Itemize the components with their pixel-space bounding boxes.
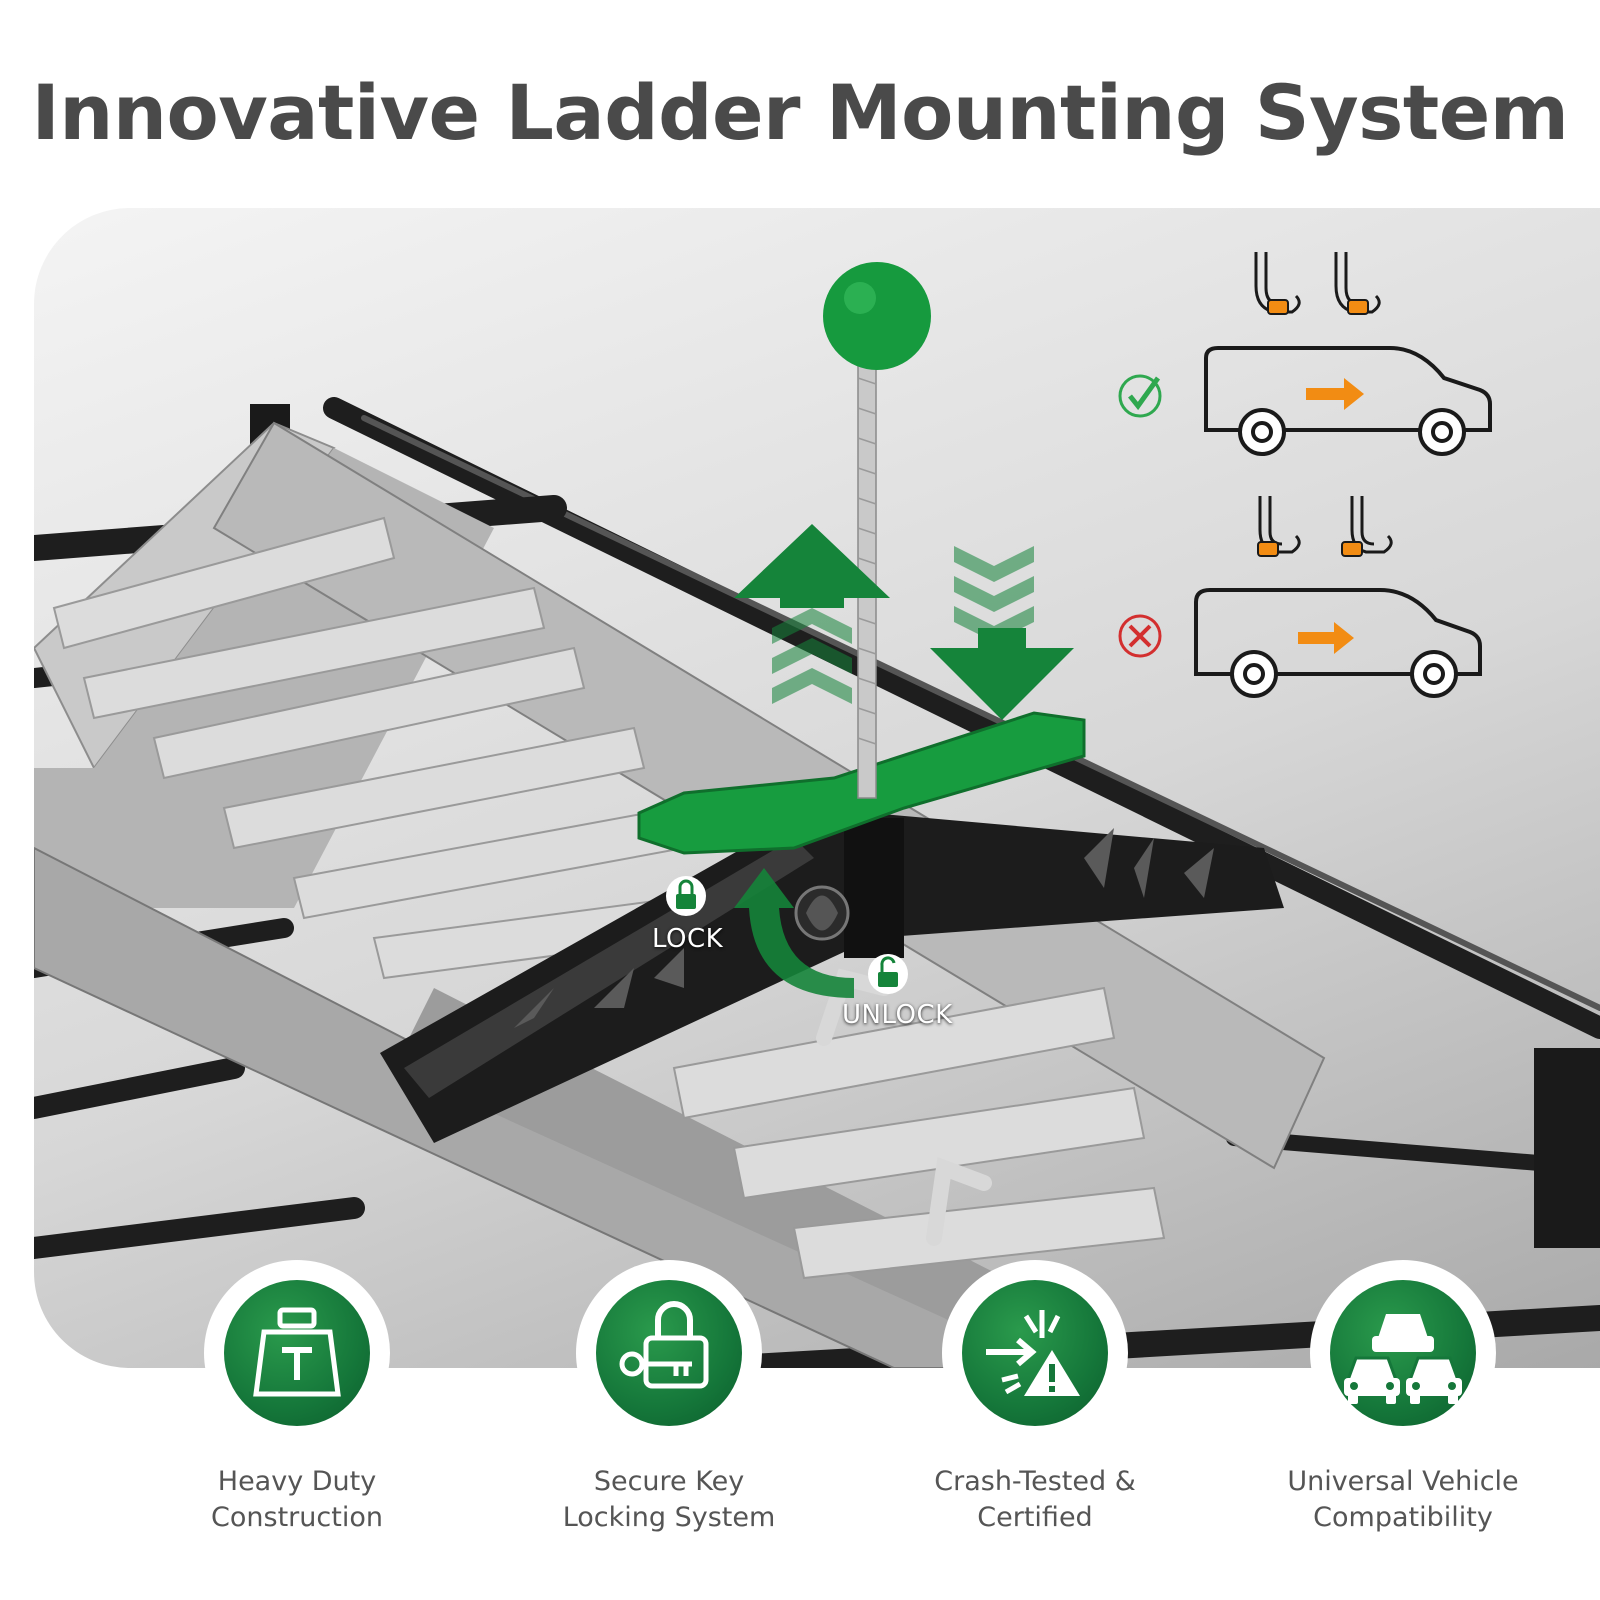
incorrect-mount-diagram: [1194, 496, 1482, 698]
feature-badge: [1310, 1260, 1496, 1446]
feature-label-line1: Secure Key: [593, 1466, 745, 1497]
feature-label-line1: Heavy Duty: [217, 1466, 377, 1497]
feature-label-line2: Locking System: [562, 1502, 776, 1533]
cross-icon: [1118, 614, 1162, 658]
lower-arrow-icon: [930, 546, 1074, 720]
feature-label-line1: Universal Vehicle: [1287, 1466, 1519, 1497]
unlock-label: UNLOCK: [842, 1000, 953, 1030]
product-hero-image: LOCK UNLOCK: [34, 208, 1600, 1368]
correct-mount-diagram: [1204, 252, 1492, 456]
page-title: Innovative Ladder Mounting System: [31, 68, 1569, 157]
weight-icon: [253, 1307, 341, 1397]
raise-arrow-icon: [734, 524, 890, 704]
key-lock-icon: [619, 1301, 709, 1389]
lock-icon: [666, 876, 706, 916]
feature-heavy-duty: Heavy Duty Construction: [132, 1260, 462, 1536]
lock-label: LOCK: [652, 924, 724, 954]
vehicles-icon: [1344, 1314, 1462, 1404]
feature-badge: [204, 1260, 390, 1446]
crash-warning-icon: [986, 1310, 1080, 1396]
feature-universal-vehicle: Universal Vehicle Compatibility: [1238, 1260, 1568, 1536]
feature-badge: [942, 1260, 1128, 1446]
feature-label-line2: Construction: [211, 1502, 383, 1533]
unlock-icon: [868, 954, 908, 994]
check-icon: [1118, 374, 1162, 418]
feature-label-line1: Crash-Tested &: [934, 1466, 1136, 1497]
feature-label-line2: Compatibility: [1313, 1502, 1493, 1533]
ladder-rack-illustration: [34, 252, 1600, 1368]
rotate-arrow-icon: [734, 868, 854, 998]
rack-bracket: [1534, 1048, 1600, 1248]
feature-badge: [576, 1260, 762, 1446]
feature-label-line2: Certified: [977, 1502, 1093, 1533]
feature-crash-tested: Crash-Tested & Certified: [870, 1260, 1200, 1536]
feature-secure-key: Secure Key Locking System: [504, 1260, 834, 1536]
ladder-clamp: [380, 262, 1284, 1143]
